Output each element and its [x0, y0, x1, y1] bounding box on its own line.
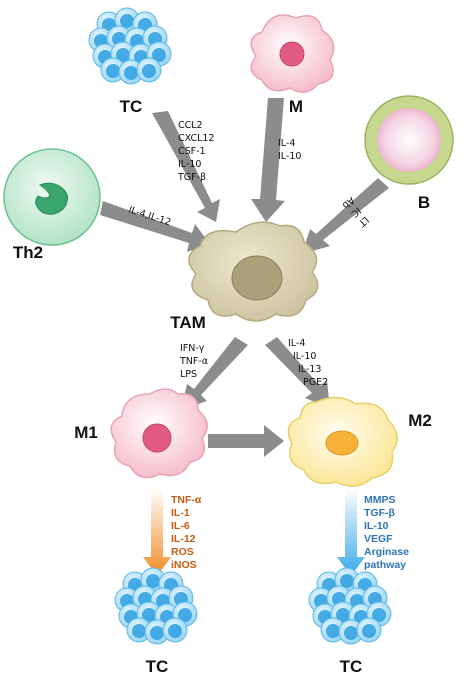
arrow-tc-to-tam [152, 111, 220, 222]
th2-cell-icon [3, 148, 101, 246]
cytokine: IL-1 [171, 507, 190, 519]
cytokine: Arginase [364, 546, 409, 558]
cytokine: IL-10 [278, 151, 301, 162]
b-cell-icon [364, 95, 454, 185]
cytokine: IL-6 [171, 520, 190, 532]
cytokine: pathway [364, 559, 406, 571]
cytokine: TNF-α [179, 356, 208, 367]
cytokine: IL-12 [171, 533, 196, 545]
cytokine: CSF-1 [178, 146, 206, 157]
tumor-cell-cluster-icon [308, 567, 392, 645]
cytokines-m-to-tam: IL-4 IL-10 [278, 138, 301, 162]
label-th2: Th2 [13, 243, 43, 262]
tumor-cell-cluster-icon [114, 567, 198, 645]
tumor-cell [162, 617, 188, 643]
macrophage-icon [250, 14, 335, 93]
label-m1: M1 [74, 423, 98, 442]
arrow-m1-to-m2 [208, 425, 284, 457]
arrow-b-to-tam [302, 178, 389, 254]
cytokines-tc-to-tam: CCL2 CXCL12 CSF-1 IL-10 TGF-β [177, 120, 214, 183]
label-tc-left: TC [146, 657, 169, 676]
arrow-m1-to-tc [143, 488, 171, 576]
cytokine: CCL2 [178, 120, 203, 131]
label-b: B [418, 193, 430, 212]
cytokines-tam-to-m2: IL-4 IL-10 IL-13 PGE2 [288, 338, 328, 388]
tumor-associated-macrophage-icon [188, 221, 319, 322]
label-m: M [289, 97, 303, 116]
arrow-tam-to-m2 [265, 337, 330, 408]
m2-macrophage-icon [287, 396, 398, 487]
cytokine: CXCL12 [178, 133, 214, 144]
cytokine: IL-13 [298, 364, 321, 375]
cytokines-tam-to-m1: IFN-γ TNF-α LPS [179, 343, 208, 380]
cytokine: PGE2 [303, 377, 328, 388]
label-tc-top: TC [120, 97, 143, 116]
cytokine: LPS [180, 369, 197, 380]
cytokines-m2-to-tc: MMPS TGF-β IL-10 VEGF Arginase pathway [364, 494, 409, 571]
label-m2: M2 [408, 411, 432, 430]
arrow-th2-to-tam [100, 201, 210, 252]
cytokine: IL-4 [278, 138, 295, 149]
cytokine: VEGF [364, 533, 393, 545]
cytokines-m1-to-tc: TNF-α IL-1 IL-6 IL-12 ROS iNOS [171, 494, 202, 571]
cytokine: iNOS [171, 559, 197, 571]
label-tam: TAM [170, 313, 206, 332]
cytokine: TNF-α [171, 494, 202, 506]
cytokine: IFN-γ [180, 343, 205, 354]
cytokine: MMPS [364, 494, 396, 506]
label-tc-right: TC [340, 657, 363, 676]
tumor-cell [136, 57, 162, 83]
m1-macrophage-icon [110, 388, 208, 479]
arrow-m-to-tam [251, 98, 285, 222]
arrow-m2-to-tc [337, 488, 365, 576]
cytokine: IL-10 [178, 159, 201, 170]
arrow-tam-to-m1 [181, 337, 248, 410]
cytokine: TGF-β [177, 172, 206, 183]
cytokine: IL-4 [288, 338, 305, 349]
tumor-cell [356, 617, 382, 643]
cytokine: ROS [171, 546, 194, 558]
tumor-cell-cluster-icon [88, 7, 172, 85]
cytokine: IL-10 [364, 520, 389, 532]
cytokine: TGF-β [364, 507, 395, 519]
cytokine: IL-10 [293, 351, 316, 362]
